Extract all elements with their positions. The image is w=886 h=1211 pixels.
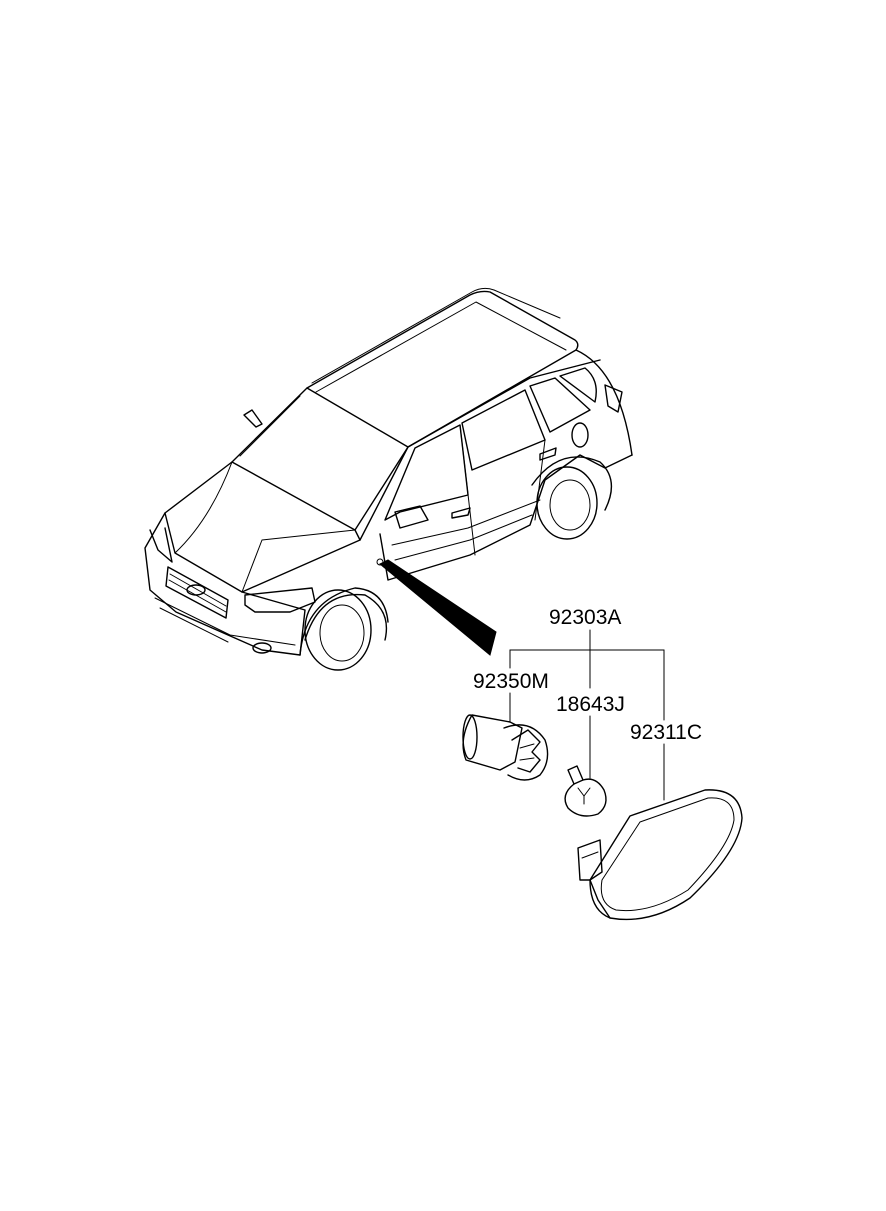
label-92311C: 92311C	[630, 721, 702, 744]
label-92350M: 92350M	[473, 670, 549, 693]
socket-part	[462, 714, 549, 781]
lens-part	[577, 789, 743, 921]
label-18643J: 18643J	[556, 693, 625, 716]
label-92303A: 92303A	[549, 606, 621, 629]
leader-lines	[509, 629, 665, 801]
location-pointer	[379, 559, 497, 656]
bulb-part	[564, 765, 607, 817]
